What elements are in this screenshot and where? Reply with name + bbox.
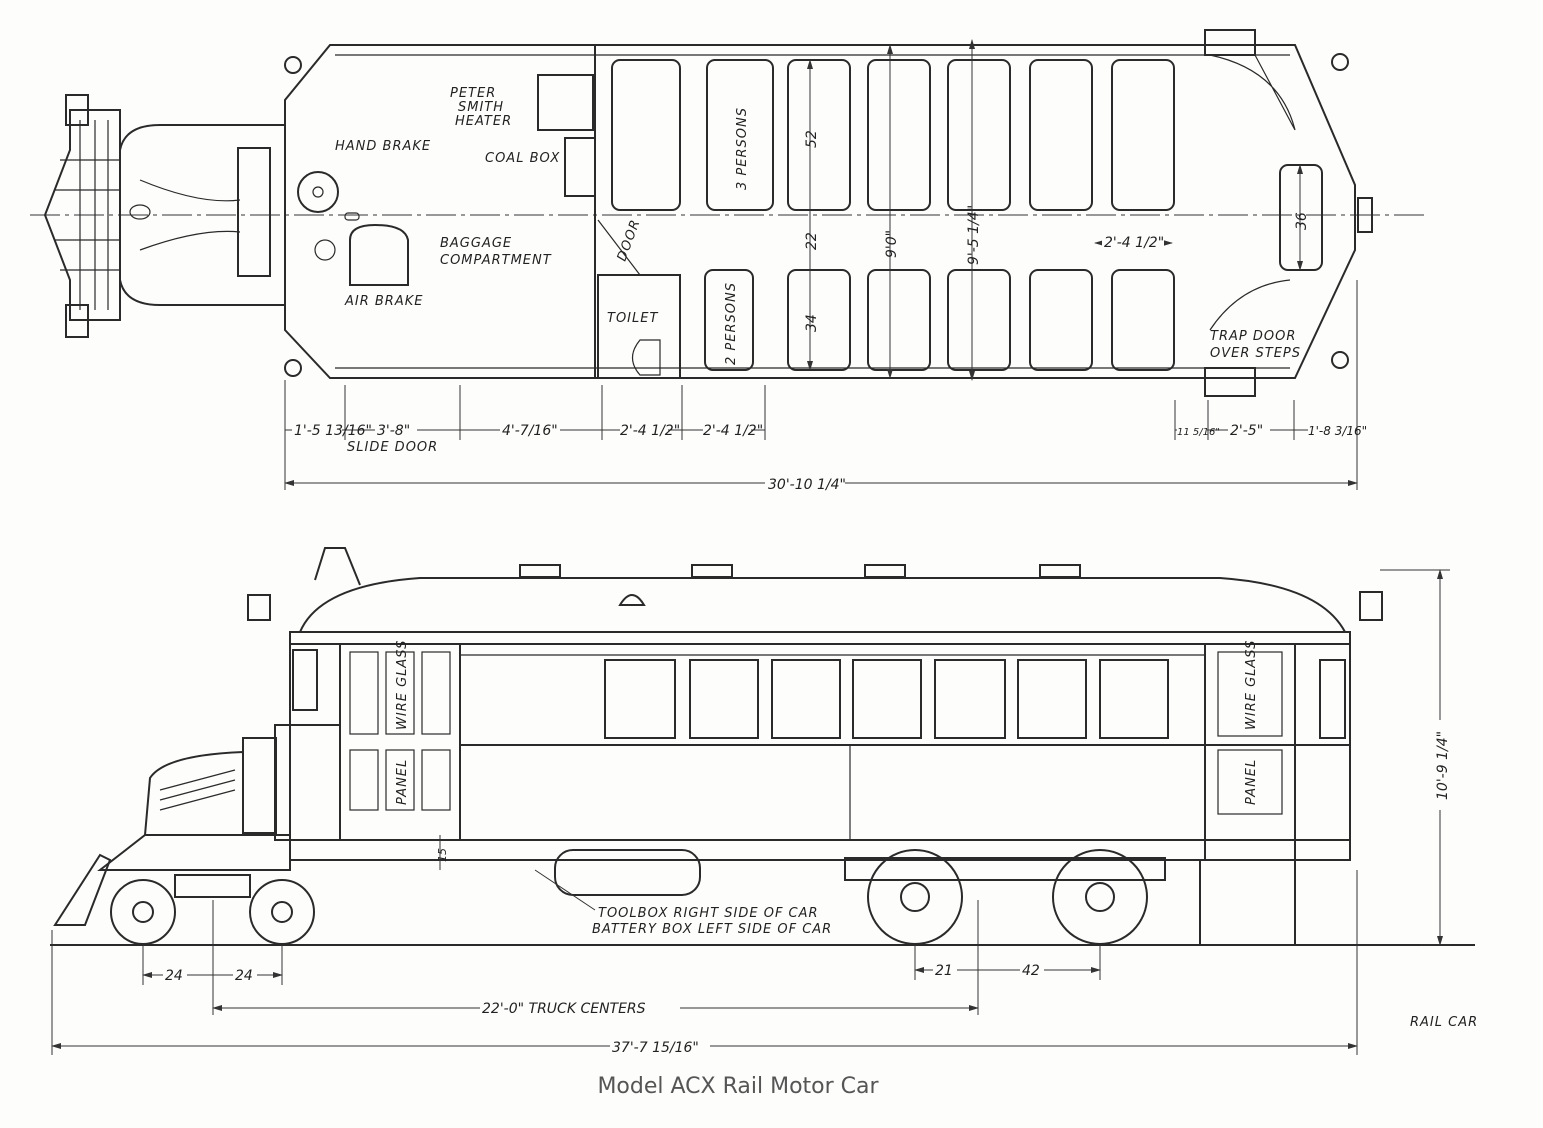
label-coal-box: COAL BOX bbox=[485, 151, 560, 166]
dim-52: 52 bbox=[804, 130, 820, 148]
label-air-brake: AIR BRAKE bbox=[344, 294, 423, 309]
pilot-grid bbox=[55, 120, 120, 310]
dim-label: 3'-8" bbox=[377, 423, 410, 439]
hood-louvers bbox=[139, 179, 241, 251]
label-toilet: TOILET bbox=[607, 311, 658, 326]
baggage-seat bbox=[349, 223, 409, 286]
air-tank bbox=[554, 849, 701, 896]
dim-overall-length: 37'-7 15/16" bbox=[612, 1040, 699, 1056]
pilot-bracket bbox=[65, 304, 89, 338]
label-heater: PETER bbox=[450, 86, 496, 101]
dim-label: 1'-8 3/16" bbox=[1308, 424, 1367, 438]
plan-bottom-dims: 1'-5 13/16" 3'-8" 4'-7/16" 2'-4 1/2" 2'-… bbox=[292, 420, 1367, 493]
dim-24: 24 bbox=[235, 968, 253, 984]
roof-eave bbox=[289, 631, 1351, 645]
dim-9-5: 9'-5 1/4" bbox=[966, 205, 982, 265]
label-panel: PANEL bbox=[395, 759, 410, 805]
label-3-persons: 3 PERSONS bbox=[735, 107, 750, 190]
car-body-side bbox=[289, 643, 1351, 861]
coal-box bbox=[564, 137, 596, 197]
dim-34: 34 bbox=[804, 314, 820, 332]
step-well bbox=[1204, 367, 1256, 397]
headlamp bbox=[247, 594, 271, 621]
toilet-fixture bbox=[631, 339, 661, 376]
dim-label: 2'-4 1/2" bbox=[620, 423, 680, 439]
label-slide-door: SLIDE DOOR bbox=[347, 440, 438, 455]
hand-brake-wheel bbox=[297, 171, 339, 213]
label-baggage: BAGGAGE bbox=[440, 236, 512, 251]
label-trap-door: TRAP DOOR bbox=[1210, 329, 1296, 344]
dim-15: 15 bbox=[436, 848, 449, 862]
dim-label: 11 5/16" bbox=[1177, 427, 1220, 438]
car-body-plan bbox=[284, 44, 1356, 379]
drawing-title: Model ACX Rail Motor Car bbox=[597, 1074, 879, 1099]
front-spring bbox=[174, 874, 251, 898]
label-rail-car: RAIL CAR bbox=[1410, 1015, 1478, 1030]
extension-lines bbox=[284, 280, 1358, 490]
label-wire-glass: WIRE GLASS bbox=[1244, 640, 1259, 730]
side-extension-lines bbox=[51, 569, 1450, 1055]
label-baggage: COMPARTMENT bbox=[440, 253, 552, 268]
dim-seat-pitch: 2'-4 1/2" bbox=[1104, 235, 1164, 251]
air-brake-valve bbox=[314, 239, 336, 261]
tail-lamp bbox=[1359, 591, 1383, 621]
radiator bbox=[242, 737, 277, 834]
seats bbox=[611, 59, 1323, 371]
trap-door-swing bbox=[1209, 54, 1296, 131]
dim-42: 42 bbox=[1022, 963, 1040, 979]
label-heater: HEATER bbox=[455, 114, 512, 129]
engine-hood-side bbox=[143, 750, 244, 836]
dim-22: 22 bbox=[804, 232, 820, 250]
cab-wall bbox=[274, 724, 341, 841]
step-well bbox=[1204, 29, 1256, 56]
hood-louvers bbox=[159, 769, 236, 811]
dim-overall-plan: 30'-10 1/4" bbox=[768, 477, 846, 493]
side-windows bbox=[292, 649, 1346, 739]
dim-24: 24 bbox=[165, 968, 183, 984]
dim-36: 36 bbox=[1294, 212, 1310, 230]
rear-steps bbox=[1199, 859, 1296, 946]
dim-label: 4'-7/16" bbox=[502, 423, 558, 439]
dim-label: 2'-4 1/2" bbox=[703, 423, 763, 439]
dim-label: 2'-5" bbox=[1230, 423, 1263, 439]
label-heater: SMITH bbox=[458, 100, 504, 115]
side-view: WIRE GLASS PANEL WIRE GLASS PANEL 15 TOO… bbox=[50, 547, 1475, 1056]
dim-21: 21 bbox=[935, 963, 953, 979]
pilot-side bbox=[53, 853, 112, 926]
roof bbox=[299, 577, 1346, 633]
door-swing bbox=[597, 219, 641, 276]
toilet-room bbox=[597, 274, 681, 379]
label-wire-glass: WIRE GLASS bbox=[395, 640, 410, 730]
trap-door-swing bbox=[1209, 279, 1291, 331]
marker-lamps bbox=[284, 53, 1373, 377]
plan-view: PETER SMITH HEATER HAND BRAKE COAL BOX B… bbox=[30, 29, 1425, 493]
dim-label: 1'-5 13/16" bbox=[294, 423, 372, 439]
label-panel: PANEL bbox=[1244, 759, 1259, 805]
pilot-bracket bbox=[65, 94, 89, 126]
label-2-persons: 2 PERSONS bbox=[724, 282, 739, 365]
label-trap-door: OVER STEPS bbox=[1210, 346, 1301, 361]
label-door: DOOR bbox=[615, 217, 644, 263]
label-battery-box: BATTERY BOX LEFT SIDE OF CAR bbox=[592, 922, 832, 937]
heater bbox=[537, 74, 594, 131]
truck-frame bbox=[844, 857, 1166, 881]
dim-9-0: 9'0" bbox=[884, 230, 900, 258]
label-hand-brake: HAND BRAKE bbox=[335, 139, 431, 154]
radiator-cap bbox=[129, 204, 151, 220]
roof-vents bbox=[314, 547, 1081, 606]
dim-height: 10'-9 1/4" bbox=[1435, 731, 1451, 800]
label-toolbox: TOOLBOX RIGHT SIDE OF CAR bbox=[598, 906, 819, 921]
dim-truck-centers: 22'-0" TRUCK CENTERS bbox=[482, 1001, 646, 1017]
frame-front bbox=[97, 834, 291, 871]
cab-front bbox=[237, 147, 271, 277]
